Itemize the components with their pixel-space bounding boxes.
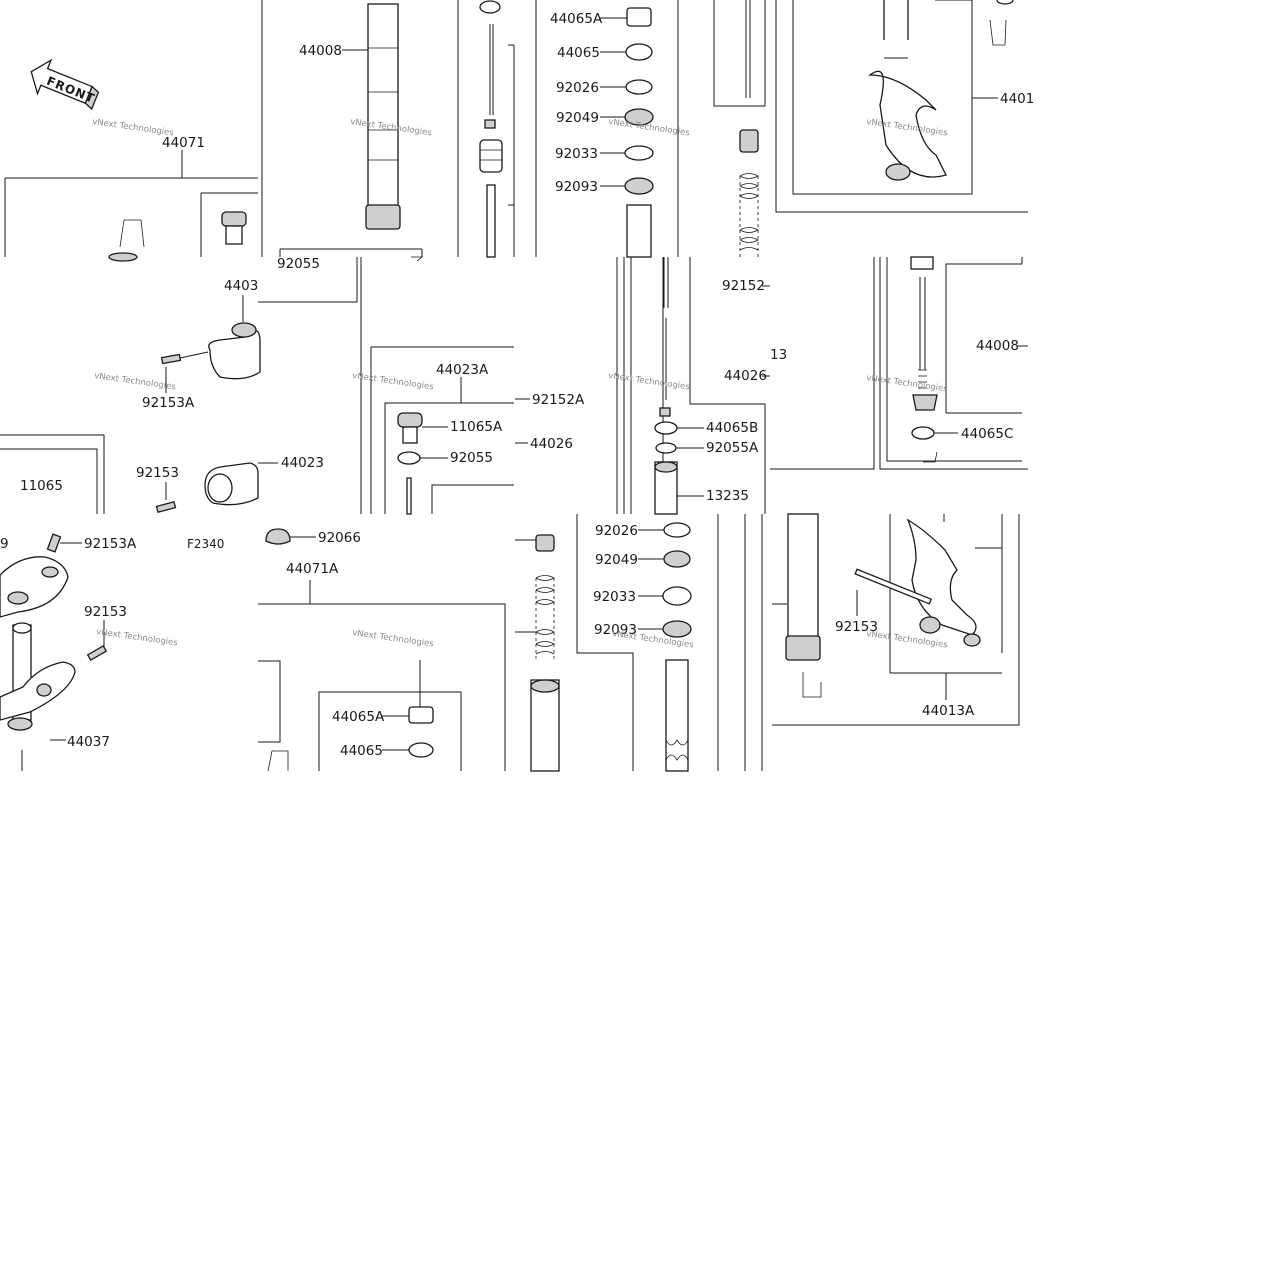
label-92153: 92153 <box>84 604 127 620</box>
label-44065A: 44065A <box>550 11 603 27</box>
label-11065A: 11065A <box>450 419 503 435</box>
label-13: 13 <box>770 347 787 363</box>
label-44023A: 44023A <box>436 362 489 378</box>
label-92066: 92066 <box>318 530 361 546</box>
label-44065A: 44065A <box>332 709 385 725</box>
label-92152A: 92152A <box>532 392 585 408</box>
label-44026: 44026 <box>530 436 573 452</box>
label-13235: 13235 <box>706 488 749 504</box>
cap-bolt-1 <box>221 211 247 245</box>
tile-row2: 92055 4403 92153A 92153 11065 44023 4402… <box>0 256 1028 515</box>
watermark: vNext Technologies <box>608 371 691 392</box>
tile-row1: FRONT <box>4 0 1034 262</box>
top-clamp-4403 <box>160 295 261 393</box>
rings-col-1 <box>600 7 654 258</box>
cap-11065A <box>397 412 448 515</box>
label-9: 9 <box>0 536 9 552</box>
watermark: vNext Technologies <box>92 117 175 138</box>
watermark: vNext Technologies <box>866 629 949 650</box>
rings-col-3 <box>638 522 692 772</box>
steering-stem-44037 <box>0 533 108 771</box>
clamp-44023 <box>155 462 259 514</box>
label-92055A: 92055A <box>706 440 759 456</box>
outer-tube-3 <box>785 513 822 698</box>
label-92093: 92093 <box>594 622 637 638</box>
rod-2 <box>654 257 704 515</box>
label-92152: 92152 <box>722 278 765 294</box>
spring-1 <box>739 0 759 257</box>
label-44008: 44008 <box>299 43 342 59</box>
label-92049: 92049 <box>595 552 638 568</box>
bushings <box>382 660 434 758</box>
tile-row3: 9 92153A 92153 44037 F2340 92066 44071A … <box>0 513 1020 772</box>
label-92153A: 92153A <box>84 536 137 552</box>
label-92153b: 92153 <box>835 619 878 635</box>
label-11065: 11065 <box>20 478 63 494</box>
label-92093: 92093 <box>555 179 598 195</box>
front-arrow-icon: FRONT <box>30 58 100 111</box>
axle-bracket-1 <box>868 0 947 181</box>
cartridge-44008 <box>910 256 1028 463</box>
label-92055b: 92055 <box>450 450 493 466</box>
label-44065: 44065 <box>340 743 383 759</box>
watermark: vNext Technologies <box>352 628 435 649</box>
fork-tube-44008 <box>342 3 401 230</box>
watermark: vNext Technologies <box>96 627 179 648</box>
label-44037: 44037 <box>67 734 110 750</box>
label-44065B: 44065B <box>706 420 758 436</box>
watermark: vNext Technologies <box>866 373 949 394</box>
label-4403: 4403 <box>224 278 258 294</box>
label-44023: 44023 <box>281 455 324 471</box>
label-92153A: 92153A <box>142 395 195 411</box>
watermark: vNext Technologies <box>94 371 177 392</box>
label-92049: 92049 <box>556 110 599 126</box>
axle-bracket-44013A <box>854 518 981 647</box>
label-92153: 92153 <box>136 465 179 481</box>
damper-rod <box>479 0 503 258</box>
label-44013A: 44013A <box>922 703 975 719</box>
label-92033: 92033 <box>593 589 636 605</box>
label-44065: 44065 <box>557 45 600 61</box>
label-92026: 92026 <box>595 523 638 539</box>
label-44071: 44071 <box>162 135 205 151</box>
label-92055: 92055 <box>277 256 320 272</box>
label-44026b: 44026 <box>724 368 767 384</box>
label-44008b: 44008 <box>976 338 1019 354</box>
label-44065C: 44065C <box>961 426 1013 442</box>
label-92033: 92033 <box>555 146 598 162</box>
cap-92066 <box>265 528 316 545</box>
watermark: vNext Technologies <box>352 371 435 392</box>
label-92026: 92026 <box>556 80 599 96</box>
spring-3 <box>515 534 560 772</box>
label-44071A: 44071A <box>286 561 339 577</box>
label-4401: 4401 <box>1000 91 1034 107</box>
label-F2340: F2340 <box>187 537 224 551</box>
